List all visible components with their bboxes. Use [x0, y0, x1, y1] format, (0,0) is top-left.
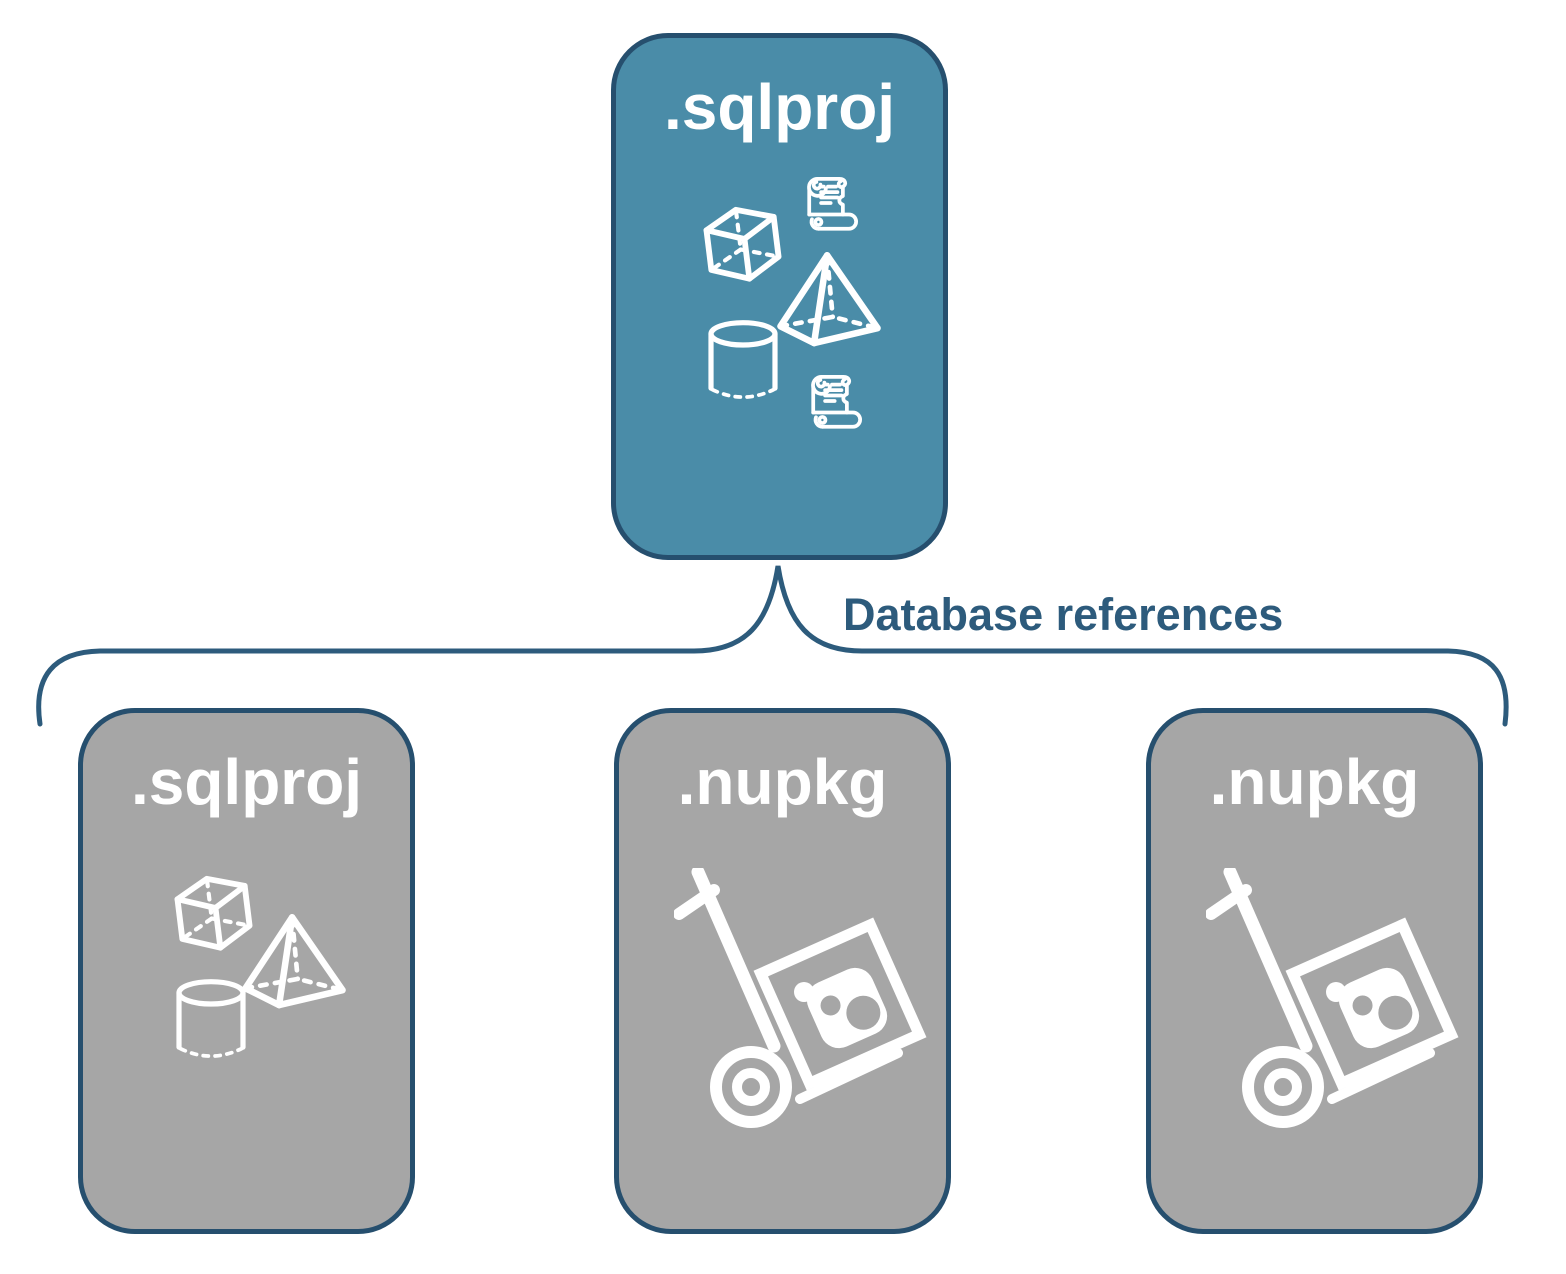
pyramid-icon	[238, 908, 350, 1020]
nuget-hand-truck-icon	[674, 868, 934, 1133]
database-cylinder-icon	[702, 316, 784, 409]
node-child-nupkg-2: .nupkg	[1146, 708, 1483, 1234]
pyramid-icon	[773, 246, 885, 358]
node-label: .nupkg	[677, 746, 888, 818]
script-scroll-icon	[802, 369, 870, 437]
node-label: .sqlproj	[663, 71, 896, 143]
node-label: .sqlproj	[130, 746, 363, 818]
node-child-sqlproj: .sqlproj	[78, 708, 415, 1234]
database-cylinder-icon	[170, 975, 252, 1068]
node-label: .nupkg	[1209, 746, 1420, 818]
node-child-nupkg-1: .nupkg	[614, 708, 951, 1234]
script-scroll-icon	[798, 171, 866, 239]
node-root-sqlproj: .sqlproj	[611, 33, 948, 560]
nuget-hand-truck-icon	[1206, 868, 1466, 1133]
database-references-label: Database references	[843, 589, 1284, 640]
